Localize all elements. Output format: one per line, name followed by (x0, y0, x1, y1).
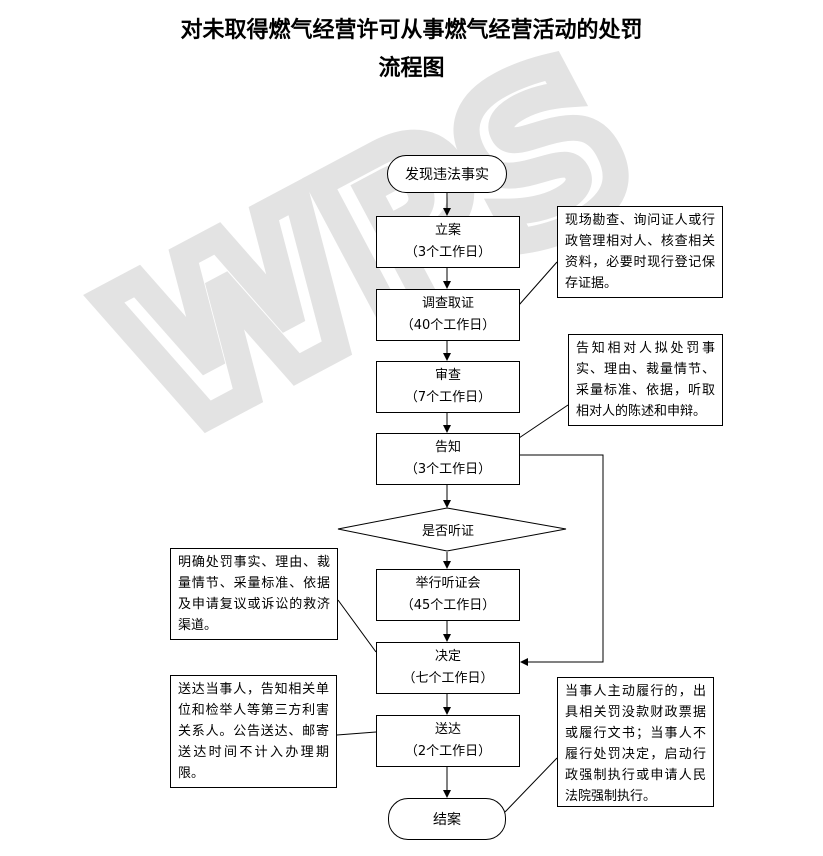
page-title: 对未取得燃气经营许可从事燃气经营活动的处罚 (180, 18, 643, 43)
callout-investigate (518, 261, 558, 306)
deliver-box: 送达 （2个工作日） (376, 715, 520, 767)
arrow-notify-to-decide-bypass (519, 454, 604, 666)
notify-days: （3个工作日） (404, 462, 492, 477)
decide-note: 明确处罚事实、理由、裁量情节、采量标准、依据及申请复议或诉讼的救济渠道。 (170, 548, 338, 640)
end-note: 当事人主动履行的，出具相关罚没款财政票据或履行文书；当事人不履行处罚决定，启动行… (557, 677, 714, 807)
investigate-days: （40个工作日） (400, 318, 496, 333)
end-node-label: 结案 (433, 812, 461, 828)
filing-label: 立案 (434, 223, 461, 238)
review-days: （7个工作日） (404, 390, 492, 405)
hearing-decision-label: 是否听证 (420, 520, 477, 539)
notify-note: 告知相对人拟处罚事实、理由、裁量情节、采量标准、依据，听取相对人的陈述和申辩。 (568, 334, 723, 426)
hearing-days: （45个工作日） (400, 598, 496, 613)
filing-box: 立案 （3个工作日） (376, 216, 520, 268)
decide-box: 决定 （七个工作日） (376, 642, 520, 694)
deliver-note: 送达当事人，告知相关单位和检举人等第三方利害关系人。公告送达、邮寄送达时间不计入… (170, 675, 337, 788)
callout-end (504, 757, 558, 813)
notify-box: 告知 （3个工作日） (376, 433, 520, 485)
investigate-box: 调查取证 （40个工作日） (376, 289, 520, 341)
review-box: 审查 （7个工作日） (376, 361, 520, 413)
end-node: 结案 (388, 798, 506, 840)
filing-days: （3个工作日） (404, 245, 492, 260)
hearing-box: 举行听证会 （45个工作日） (376, 569, 520, 621)
review-label: 审查 (434, 368, 461, 383)
callout-notify (518, 404, 569, 439)
hearing-label: 举行听证会 (415, 576, 481, 591)
start-node: 发现违法事实 (387, 155, 507, 193)
callout-decide (337, 599, 377, 653)
investigate-label: 调查取证 (421, 296, 474, 311)
investigate-note: 现场勘查、询问证人或行政管理相对人、核查相关资料，必要时现行登记保存证据。 (557, 206, 723, 298)
decide-days: （七个工作日） (402, 671, 494, 686)
callout-deliver (336, 731, 377, 736)
page-subtitle: 流程图 (378, 56, 445, 81)
start-node-label: 发现违法事实 (405, 167, 489, 183)
deliver-days: （2个工作日） (404, 744, 492, 759)
deliver-label: 送达 (434, 722, 461, 737)
notify-label: 告知 (434, 440, 461, 455)
decide-label: 决定 (434, 649, 461, 664)
